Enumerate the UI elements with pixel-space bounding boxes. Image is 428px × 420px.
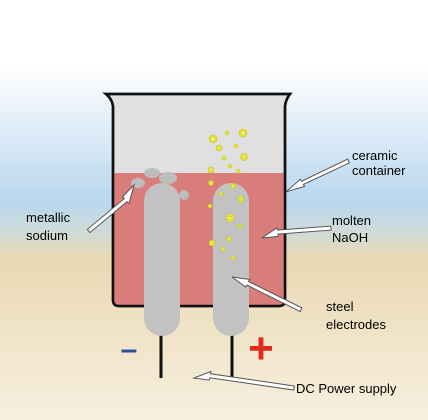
minus-sign: – bbox=[121, 333, 138, 366]
label-ceramic-1: ceramic bbox=[352, 148, 398, 163]
molten-naoh bbox=[114, 173, 284, 305]
label-sodium-1: metallic bbox=[26, 210, 71, 225]
label-steel-1: steel bbox=[326, 299, 354, 314]
oxygen-bubbles bbox=[207, 128, 248, 261]
label-naoh-2: NaOH bbox=[332, 230, 368, 245]
label-ceramic-2: container bbox=[352, 163, 406, 178]
sodium-droplets bbox=[131, 168, 189, 200]
plus-sign: + bbox=[248, 324, 274, 373]
arrow-steel bbox=[231, 276, 303, 313]
label-power: DC Power supply bbox=[296, 381, 397, 396]
label-steel-2: electrodes bbox=[326, 317, 386, 332]
arrow-sodium bbox=[86, 183, 135, 234]
cathode-electrode bbox=[144, 183, 180, 336]
anode-electrode bbox=[213, 183, 249, 336]
arrow-ceramic bbox=[285, 158, 350, 193]
arrow-power bbox=[192, 370, 295, 391]
label-sodium-2: sodium bbox=[26, 228, 68, 243]
label-naoh-1: molten bbox=[332, 213, 371, 228]
arrow-naoh bbox=[261, 225, 332, 239]
